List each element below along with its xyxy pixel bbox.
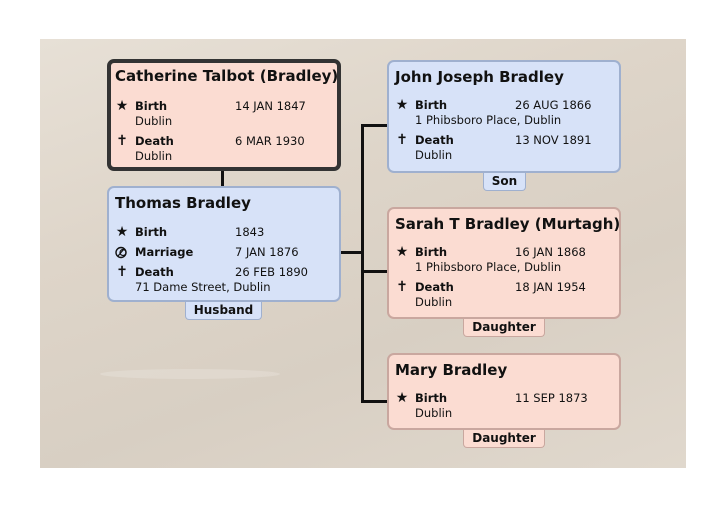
event-label: Birth (135, 225, 168, 239)
event-date: 6 MAR 1930 (235, 134, 305, 148)
event-label: Death (415, 133, 454, 147)
star-icon: ★ (395, 390, 409, 406)
event-death: ✝ Death 18 JAN 1954 Dublin (395, 280, 613, 314)
event-date: 11 SEP 1873 (515, 391, 588, 405)
person-card-john[interactable]: John Joseph Bradley ★ Birth 26 AUG 1866 … (387, 60, 621, 173)
event-label: Birth (135, 99, 168, 113)
child-connector-john (361, 124, 388, 127)
child-connector-mary (361, 400, 388, 403)
event-date: 26 AUG 1866 (515, 98, 592, 112)
role-tag-daughter: Daughter (463, 319, 545, 337)
role-tag-daughter: Daughter (463, 430, 545, 448)
star-icon: ★ (395, 97, 409, 113)
event-label: Death (135, 134, 174, 148)
event-place: 71 Dame Street, Dublin (135, 280, 271, 294)
event-label: Marriage (135, 245, 194, 259)
person-name: Mary Bradley (395, 361, 508, 379)
spouse-connector (221, 169, 224, 186)
rings-icon (115, 246, 127, 259)
cross-icon: ✝ (396, 279, 408, 295)
child-connector-sarah (361, 270, 388, 273)
event-label: Birth (415, 245, 448, 259)
event-place: Dublin (135, 114, 173, 128)
event-place: 1 Phibsboro Place, Dublin (415, 260, 562, 274)
children-connector-spine (361, 124, 364, 403)
person-card-catherine[interactable]: Catherine Talbot (Bradley) ★ Birth 14 JA… (107, 59, 341, 171)
person-card-mary[interactable]: Mary Bradley ★ Birth 11 SEP 1873 Dublin (387, 353, 621, 430)
event-birth: ★ Birth 26 AUG 1866 1 Phibsboro Place, D… (395, 98, 613, 132)
person-name: Sarah T Bradley (Murtagh) (395, 215, 621, 233)
event-date: 16 JAN 1868 (515, 245, 586, 259)
event-birth: ★ Birth 11 SEP 1873 Dublin (395, 391, 613, 425)
event-date: 14 JAN 1847 (235, 99, 306, 113)
event-place: Dublin (135, 149, 173, 163)
event-date: 1843 (235, 225, 265, 239)
event-death: ✝ Death 13 NOV 1891 Dublin (395, 133, 613, 167)
event-label: Death (135, 265, 174, 279)
event-date: 26 FEB 1890 (235, 265, 308, 279)
event-place: 1 Phibsboro Place, Dublin (415, 113, 562, 127)
children-connector-stem (340, 251, 364, 254)
role-tag-son: Son (483, 173, 526, 191)
person-name: Catherine Talbot (Bradley) (115, 67, 339, 85)
cross-icon: ✝ (116, 264, 128, 280)
cross-icon: ✝ (116, 133, 128, 149)
cross-icon: ✝ (396, 132, 408, 148)
star-icon: ★ (115, 224, 129, 240)
event-death: ✝ Death 6 MAR 1930 Dublin (115, 134, 331, 168)
event-date: 18 JAN 1954 (515, 280, 586, 294)
event-place: Dublin (415, 148, 453, 162)
role-tag-husband: Husband (185, 302, 262, 320)
person-name: Thomas Bradley (115, 194, 251, 212)
event-place: Dublin (415, 295, 453, 309)
event-marriage: Marriage 7 JAN 1876 (115, 245, 333, 279)
star-icon: ★ (395, 244, 409, 260)
event-label: Death (415, 280, 454, 294)
event-birth: ★ Birth 16 JAN 1868 1 Phibsboro Place, D… (395, 245, 613, 279)
event-death: ✝ Death 26 FEB 1890 71 Dame Street, Dubl… (115, 265, 333, 299)
person-card-thomas[interactable]: Thomas Bradley ★ Birth 1843 Marriage 7 J… (107, 186, 341, 302)
event-place: Dublin (415, 406, 453, 420)
event-date: 7 JAN 1876 (235, 245, 299, 259)
event-birth: ★ Birth 14 JAN 1847 Dublin (115, 99, 331, 133)
person-name: John Joseph Bradley (395, 68, 564, 86)
event-date: 13 NOV 1891 (515, 133, 592, 147)
star-icon: ★ (115, 98, 129, 114)
event-label: Birth (415, 98, 448, 112)
event-label: Birth (415, 391, 448, 405)
event-birth: ★ Birth 1843 (115, 225, 333, 259)
person-card-sarah[interactable]: Sarah T Bradley (Murtagh) ★ Birth 16 JAN… (387, 207, 621, 319)
family-chart-canvas: Catherine Talbot (Bradley) ★ Birth 14 JA… (40, 39, 686, 468)
